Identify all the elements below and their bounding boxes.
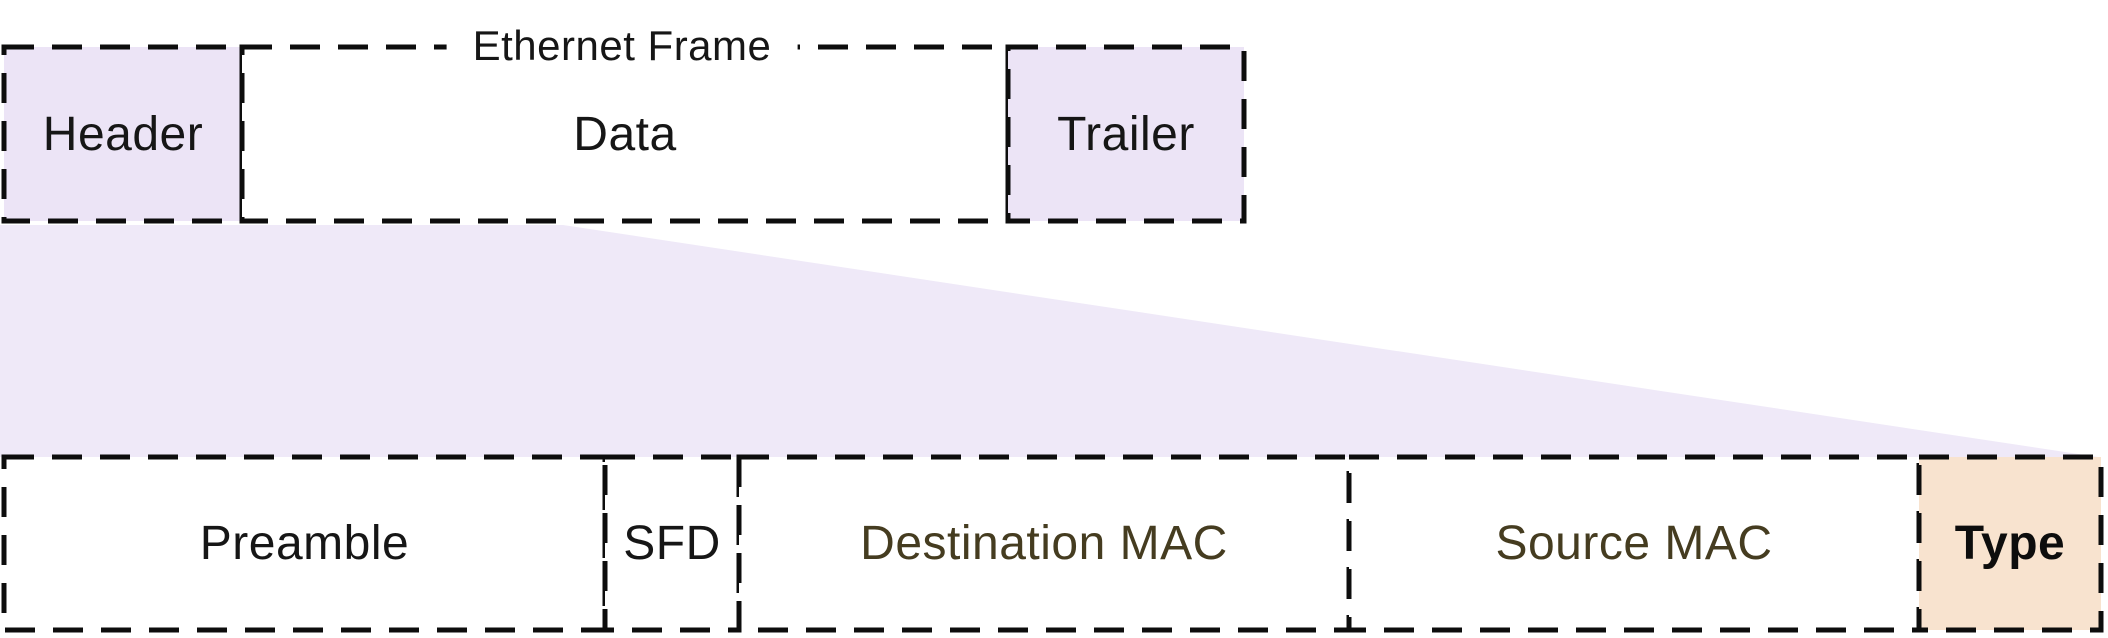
expansion-wedge xyxy=(0,225,2098,457)
source-mac-box xyxy=(1346,454,1922,633)
type-box xyxy=(1916,454,2104,633)
destination-mac-box xyxy=(736,454,1352,633)
trailer-box xyxy=(1005,44,1247,224)
sfd-box xyxy=(602,454,742,633)
data-box xyxy=(239,44,1011,224)
dashed-box-borders xyxy=(1,44,2104,633)
diagram-title: Ethernet Frame xyxy=(446,22,798,70)
preamble-box xyxy=(1,454,608,633)
header-box xyxy=(1,44,245,224)
